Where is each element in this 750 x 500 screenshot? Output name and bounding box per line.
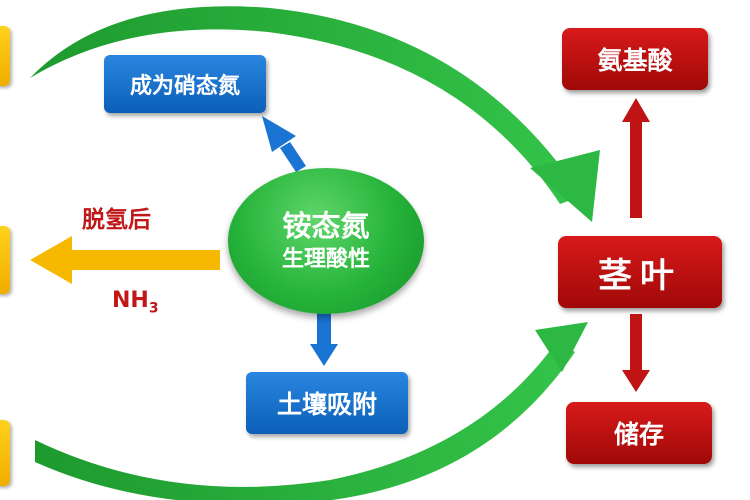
green-arc-top [30,6,582,204]
yellow-arrow-shaft [68,250,220,270]
blue-arrow-up-head [262,116,296,152]
green-arc-bottom-head [535,322,588,372]
red-arrow-down-head [622,370,650,392]
box-stem-leaf: 茎叶 [558,236,722,308]
box-soil-adsorption: 土壤吸附 [246,372,408,434]
ammonium-nitrogen-circle: 铵态氮 生理酸性 [228,168,424,314]
box-soil-adsorption-label: 土壤吸附 [276,390,377,419]
red-arrow-down-shaft [630,314,642,374]
red-arrow-up-shaft [630,118,642,218]
box-nitrate-nitrogen: 成为硝态氮 [104,55,266,113]
blue-arrow-up-shaft [280,142,306,172]
red-arrow-up-head [622,98,650,122]
label-dehydrogenation: 脱氢后 [82,200,151,234]
circle-title: 铵态氮 [282,209,370,243]
label-nh3: NH3 [112,288,159,316]
box-stem-leaf-label: 茎叶 [598,255,682,296]
blue-arrow-down-shaft [317,308,331,348]
yellow-arrow-head [30,236,72,284]
label-nh3-text: NH [112,288,149,313]
label-dehydrogenation-text: 脱氢后 [82,207,151,233]
yellow-tab-bottom [0,420,10,486]
box-nitrate-nitrogen-label: 成为硝态氮 [129,74,240,99]
green-arc-top-head [530,150,600,222]
box-storage-label: 储存 [613,420,664,449]
green-arc-bottom [35,340,575,500]
blue-arrow-down-head [310,344,338,366]
label-nh3-subscript: 3 [148,300,159,317]
box-amino-acid-label: 氨基酸 [597,46,673,75]
yellow-tab-middle [0,226,10,294]
box-amino-acid: 氨基酸 [562,28,708,90]
circle-subtitle: 生理酸性 [281,247,370,272]
yellow-tab-top [0,26,10,86]
box-storage: 储存 [566,402,712,464]
